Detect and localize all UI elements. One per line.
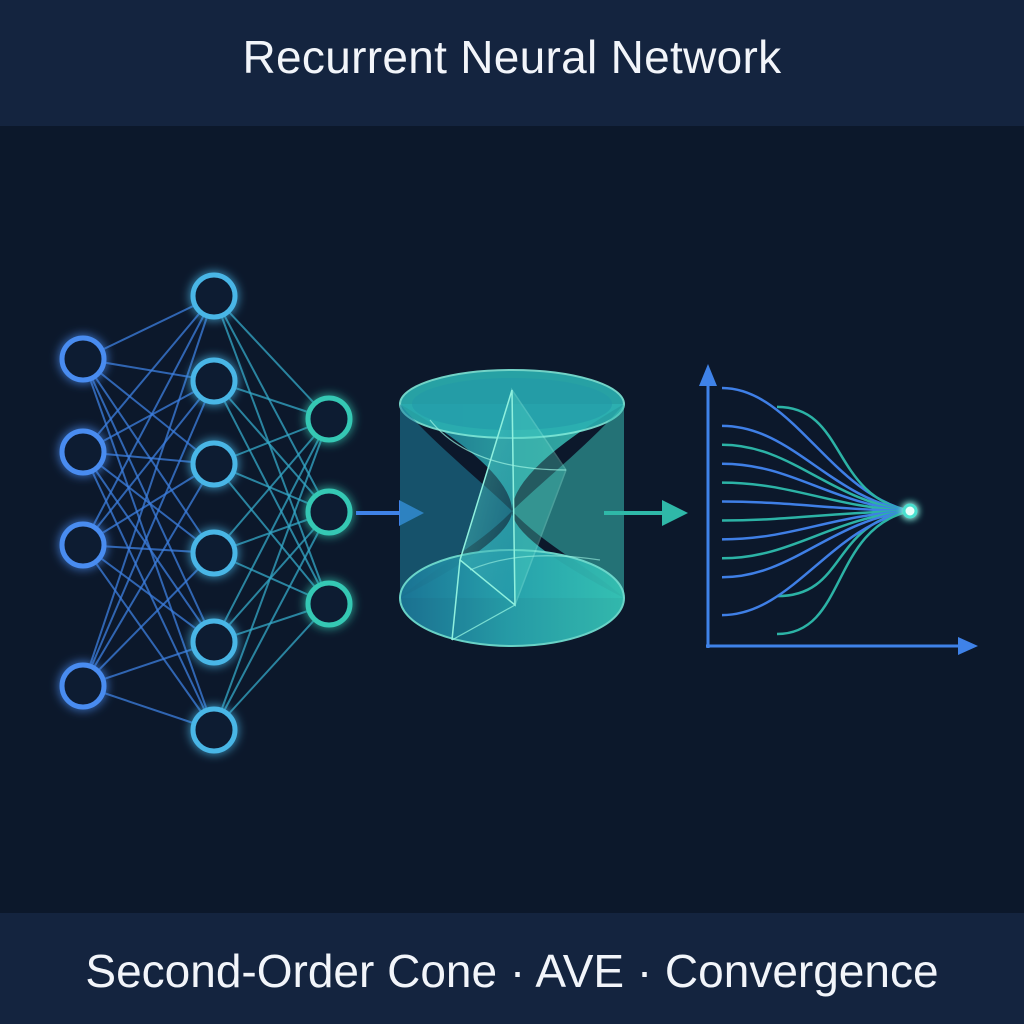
output-node [305, 395, 353, 443]
trajectory-curve [776, 509, 911, 598]
equilibrium-point-icon [902, 503, 918, 519]
network-connection [213, 463, 330, 605]
arrow-to-plot [604, 500, 688, 526]
network-connection [82, 358, 215, 554]
hidden-node [190, 357, 238, 405]
network-connection [82, 380, 215, 687]
header-band: Recurrent Neural Network [0, 0, 1024, 126]
trajectory-curve [721, 386, 911, 513]
network-connection [213, 418, 330, 643]
hidden-node [190, 706, 238, 754]
network-connection [82, 358, 215, 643]
network-connection [82, 295, 215, 687]
trajectory-curve [721, 509, 911, 617]
network-connection [82, 295, 215, 453]
trajectory-curve [721, 500, 911, 513]
y-axis-arrow-icon [699, 364, 717, 386]
output-node [305, 580, 353, 628]
network-connection [213, 418, 330, 554]
network-connection [82, 544, 215, 643]
trajectory-curve [721, 509, 911, 579]
convergence-plot-icon [699, 364, 978, 655]
input-node [59, 521, 107, 569]
hidden-node [190, 618, 238, 666]
trajectory-curve [721, 481, 911, 513]
network-connection [213, 603, 330, 731]
network-connection [82, 463, 215, 687]
network-connection [82, 295, 215, 360]
network-connection [82, 463, 215, 546]
arrow-head-icon [662, 500, 688, 526]
network-connection [82, 358, 215, 465]
second-order-cone-icon [399, 369, 625, 647]
network-connection [82, 380, 215, 546]
network-connection [213, 295, 330, 420]
neural-network [59, 272, 353, 754]
network-connection [213, 418, 330, 731]
network-connection [82, 544, 215, 731]
trajectory-curve [721, 424, 911, 513]
trajectory-curve [721, 509, 911, 541]
network-connection [82, 295, 215, 546]
trajectory-curve [776, 509, 911, 636]
x-axis-arrow-icon [958, 637, 978, 655]
network-connection [213, 380, 330, 513]
network-connection [213, 295, 330, 605]
footer-caption: Second-Order Cone · AVE · Convergence [85, 944, 939, 997]
hidden-node [190, 529, 238, 577]
plot-axes [699, 364, 978, 655]
footer-band: Second-Order Cone · AVE · Convergence [0, 913, 1024, 1024]
trajectory-curve [721, 462, 911, 513]
diagram-canvas [59, 272, 978, 754]
network-connection [82, 380, 215, 453]
network-connection [82, 552, 215, 687]
input-node [59, 662, 107, 710]
network-connection [82, 451, 215, 731]
trajectory-curve [721, 509, 911, 522]
hidden-node [190, 440, 238, 488]
output-node [305, 488, 353, 536]
input-node [59, 428, 107, 476]
trajectory-curve [721, 443, 911, 513]
network-connection [213, 380, 330, 605]
trajectory-curve [776, 405, 911, 513]
network-connection [82, 451, 215, 643]
network-connection [213, 295, 330, 513]
input-node [59, 335, 107, 383]
page-title: Recurrent Neural Network [242, 31, 782, 83]
hidden-node [190, 272, 238, 320]
network-connection [82, 358, 215, 731]
network-connection [213, 511, 330, 731]
convergence-trajectories [721, 386, 911, 636]
trajectory-curve [721, 509, 911, 560]
network-connection [82, 451, 215, 554]
network-nodes [59, 272, 353, 754]
